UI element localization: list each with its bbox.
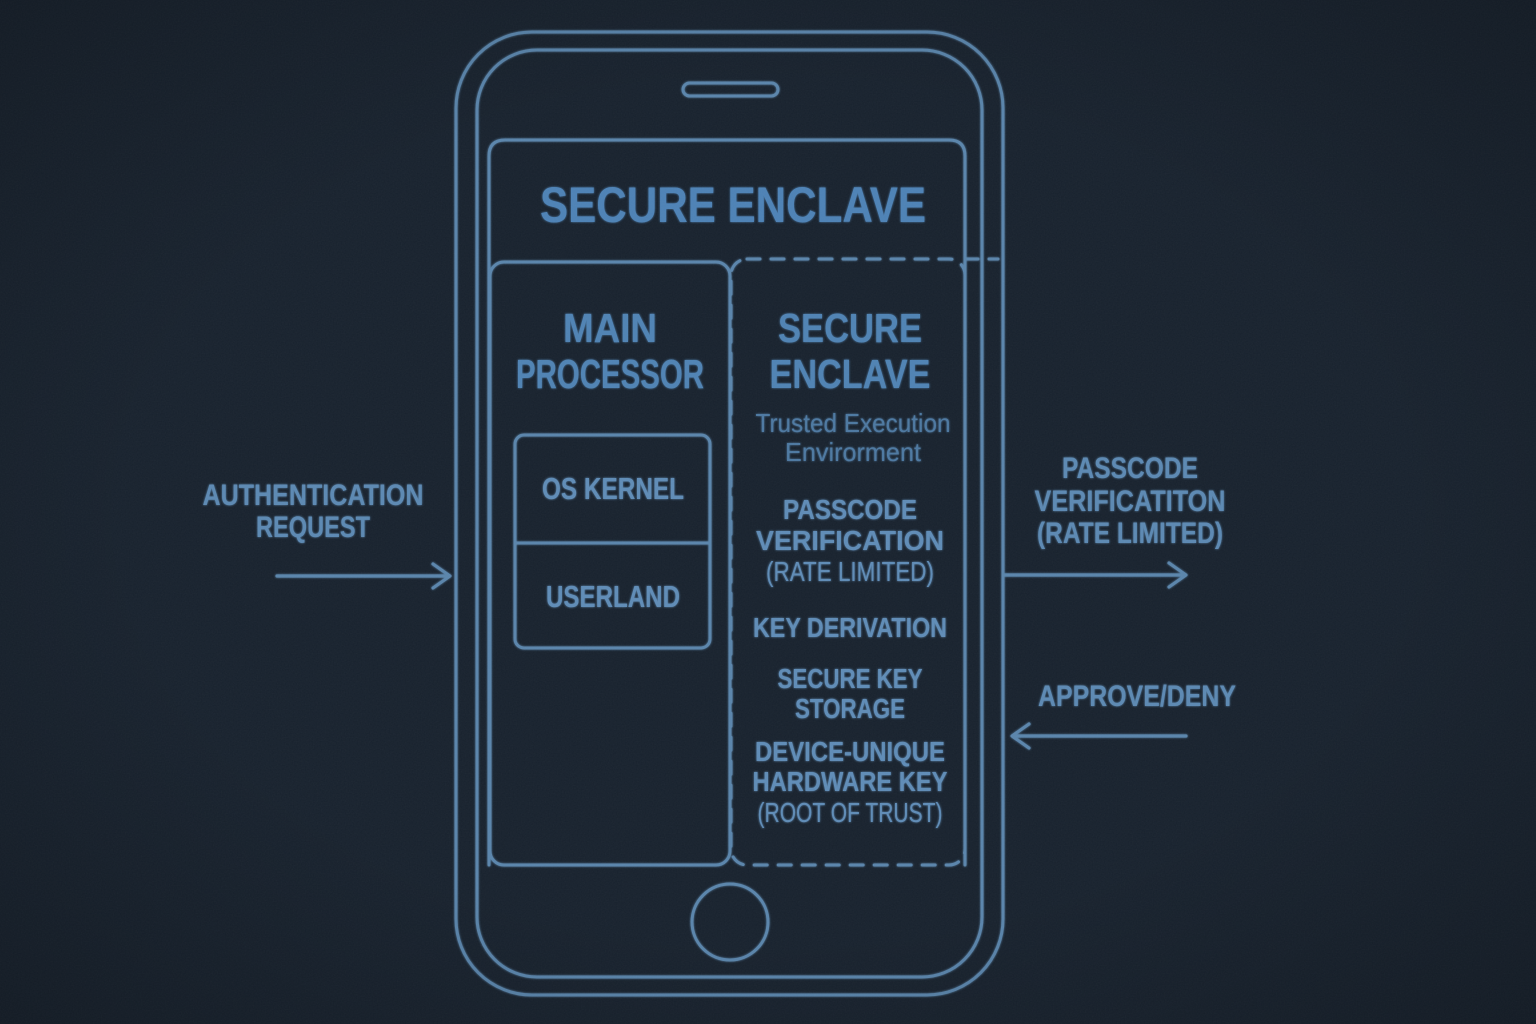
secure-enclave-diagram: SECURE ENCLAVE MAIN PROCESSOR SECURE ENC… [0,0,1536,1024]
vignette-overlay [0,0,1536,1024]
